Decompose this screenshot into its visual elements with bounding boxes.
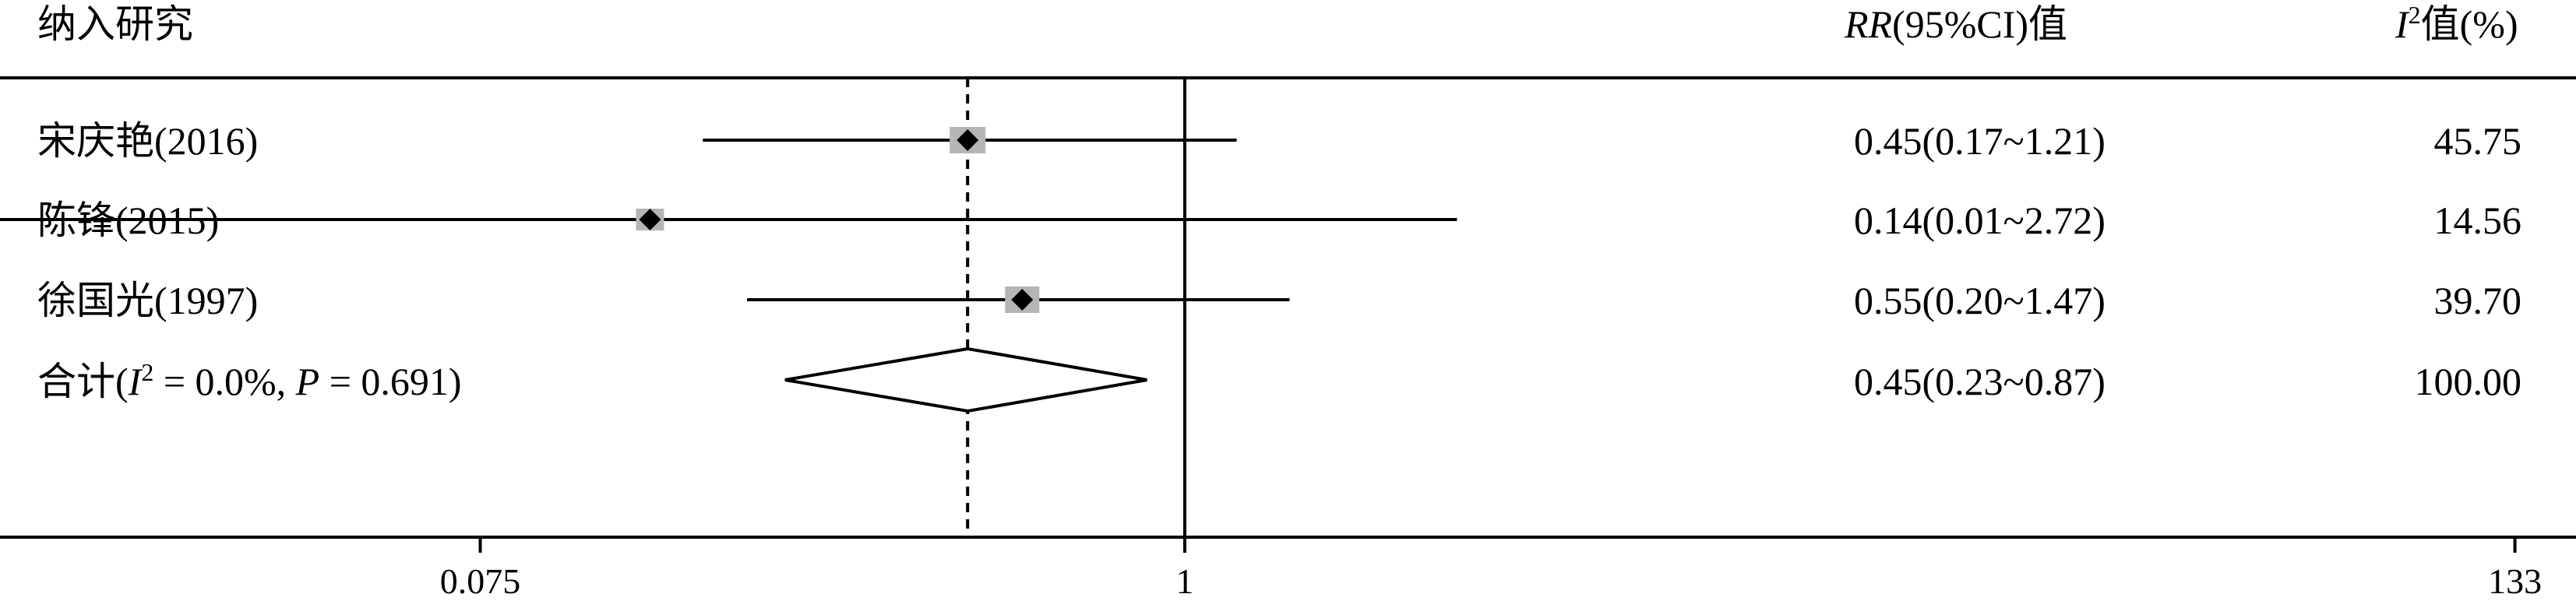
study-rr-value: 0.45(0.17~1.21) [1854, 119, 2106, 163]
study-point-marker [1011, 289, 1034, 311]
study-row: 陈锋(2015) 0.14(0.01~2.72) 14.56 [0, 199, 2521, 242]
pooled-rr-value: 0.45(0.23~0.87) [1854, 360, 2106, 403]
pooled-row: 合计(I2 = 0.0%, P = 0.691) 0.45(0.23~0.87)… [37, 346, 2522, 413]
study-weight-value: 39.70 [2434, 279, 2522, 322]
header-study-label: 纳入研究 [37, 2, 193, 46]
study-rr-value: 0.55(0.20~1.47) [1854, 279, 2106, 322]
study-weight-value: 45.75 [2434, 119, 2522, 163]
pooled-weight-value: 100.00 [2415, 360, 2522, 403]
pooled-label: 合计(I2 = 0.0%, P = 0.691) [37, 358, 462, 403]
study-point-marker [957, 129, 979, 151]
header-weight-label: I2值(%) [2395, 1, 2518, 46]
x-tick-label: 1 [1176, 561, 1194, 601]
study-point-marker [639, 209, 661, 230]
study-weight-value: 14.56 [2434, 199, 2522, 242]
study-rr-value: 0.14(0.01~2.72) [1854, 199, 2106, 242]
x-axis: 0.075 1 133 [440, 537, 2542, 601]
study-row: 徐国光(1997) 0.55(0.20~1.47) 39.70 [37, 279, 2521, 322]
x-tick-label: 0.075 [440, 561, 521, 601]
x-tick-label: 133 [2488, 561, 2542, 601]
header-rr-label: RR(95%CI)值 [1844, 2, 2067, 46]
study-label: 宋庆艳(2016) [37, 119, 258, 163]
study-row: 宋庆艳(2016) 0.45(0.17~1.21) 45.75 [37, 119, 2521, 163]
study-label: 徐国光(1997) [37, 279, 258, 322]
pooled-diamond [784, 346, 1147, 413]
